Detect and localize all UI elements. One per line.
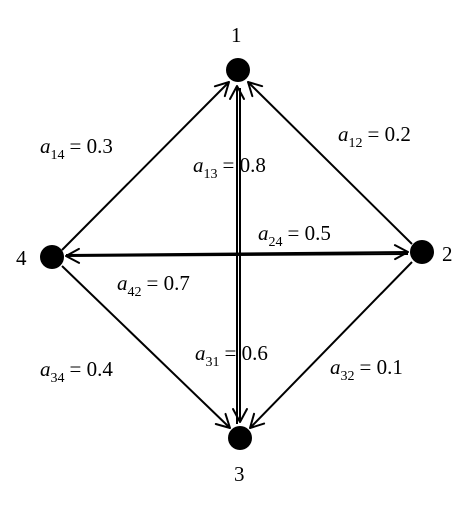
edge-label-4-3: a34 = 0.4 (40, 357, 113, 386)
edge-line-4-1 (61, 81, 230, 251)
node-label-1: 1 (231, 23, 242, 47)
edge-label-value: = 0.7 (147, 271, 190, 295)
edge-label-value: = 0.5 (288, 221, 331, 245)
edge-label-2-3: a32 = 0.1 (330, 355, 403, 384)
edge-label-value: = 0.3 (70, 134, 113, 158)
edge-label-value: = 0.6 (225, 341, 268, 365)
arrowhead-2-3 (249, 412, 266, 429)
edge-label-symbol: a (40, 134, 51, 158)
edge-line-2-3 (249, 261, 413, 429)
edge-label-subscript: 14 (51, 148, 65, 163)
arrowhead-4-1 (213, 81, 230, 98)
edge-label-symbol: a (195, 341, 206, 365)
edge-2-1-arrow (247, 81, 413, 245)
node-label-2: 2 (442, 242, 453, 266)
edge-line-2-4 (65, 253, 409, 257)
edge-4-2-arrow (65, 244, 409, 261)
arrowhead-2-4 (65, 247, 81, 264)
edge-label-value: = 0.2 (368, 122, 411, 146)
node-1 (226, 58, 250, 82)
edge-label-value: = 0.1 (360, 355, 403, 379)
node-label-3: 3 (234, 462, 245, 486)
edge-2-4-arrow (65, 247, 409, 264)
edge-line-4-2 (65, 251, 409, 256)
edge-label-subscript: 12 (349, 136, 363, 151)
edge-label-symbol: a (193, 153, 204, 177)
arrowhead-2-1 (247, 81, 264, 98)
edge-label-symbol: a (338, 122, 349, 146)
edge-label-symbol: a (40, 357, 51, 381)
arrowhead-1-3 (232, 408, 248, 423)
edge-label-symbol: a (258, 221, 269, 245)
node-3 (228, 426, 252, 450)
edge-label-3-1: a13 = 0.8 (193, 153, 266, 182)
node-4 (40, 245, 64, 269)
edge-1-3-arrow (232, 88, 248, 423)
edge-label-subscript: 13 (204, 167, 218, 182)
node-label-4: 4 (16, 246, 27, 270)
node-2 (410, 240, 434, 264)
edge-label-1-3: a31 = 0.6 (195, 341, 268, 370)
arrowhead-4-3 (214, 412, 231, 429)
edge-label-subscript: 24 (269, 235, 283, 250)
edge-label-subscript: 42 (128, 285, 142, 300)
edge-label-value: = 0.8 (223, 153, 266, 177)
edge-label-subscript: 31 (206, 355, 220, 370)
edge-label-4-2: a24 = 0.5 (258, 221, 331, 250)
edge-label-subscript: 32 (341, 369, 355, 384)
edge-2-3-arrow (249, 261, 413, 429)
nodes-layer (40, 58, 434, 450)
arrowhead-4-2 (393, 244, 409, 261)
edge-4-1-arrow (61, 81, 230, 251)
edges-layer (61, 81, 413, 429)
edge-label-symbol: a (117, 271, 128, 295)
edge-line-4-3 (61, 265, 231, 429)
edge-4-3-arrow (61, 265, 231, 429)
edge-label-4-1: a14 = 0.3 (40, 134, 113, 163)
edge-label-2-4: a42 = 0.7 (117, 271, 190, 300)
edge-label-value: = 0.4 (70, 357, 114, 381)
arrowhead-3-1 (229, 85, 245, 100)
edge-label-2-1: a12 = 0.2 (338, 122, 411, 151)
edge-line-2-1 (247, 81, 413, 245)
edge-label-subscript: 34 (51, 371, 65, 386)
edge-label-symbol: a (330, 355, 341, 379)
